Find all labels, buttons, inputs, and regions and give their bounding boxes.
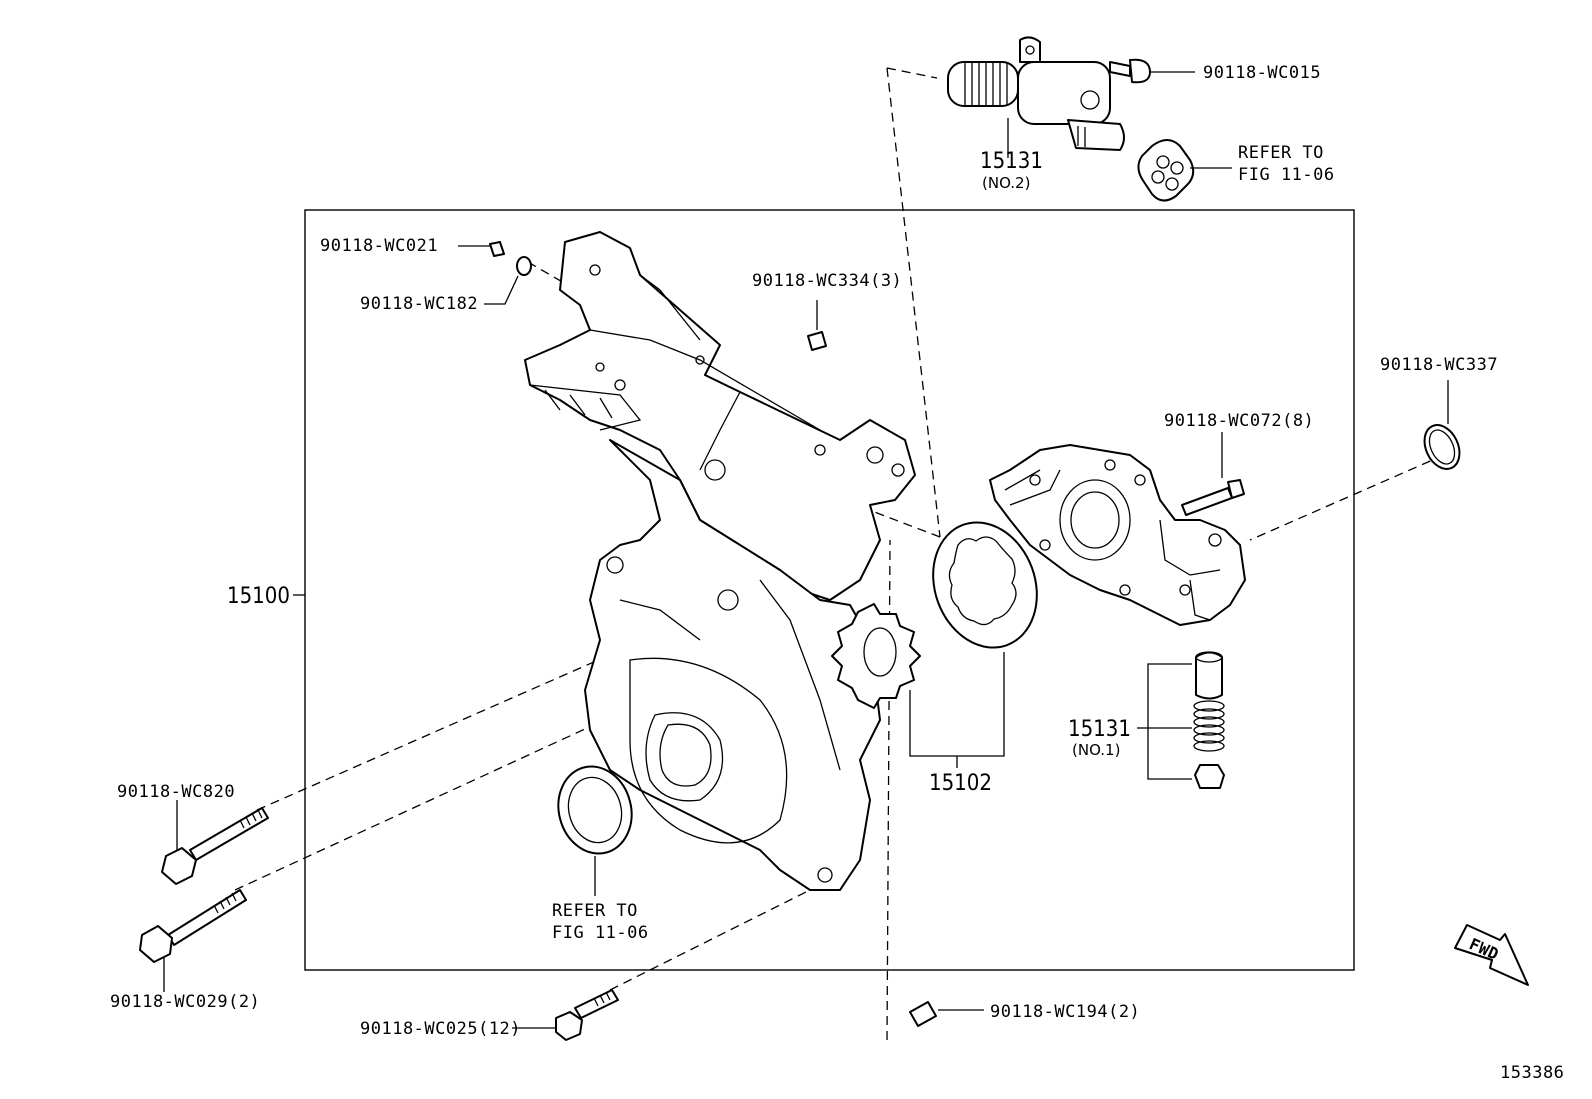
plug-wc334[interactable] [807,300,827,351]
bolt-wc029[interactable] [139,889,247,992]
oil-pump-rotor-outer[interactable] [916,508,1054,662]
pin-wc194[interactable] [909,1001,984,1027]
relief-valve-plug[interactable] [1194,764,1225,789]
oil-seal[interactable] [549,758,641,896]
label-bolt-wc025[interactable]: 90118-WC025(12) [360,1019,521,1039]
bolt-wc021[interactable] [458,241,505,257]
leader-15131-no1 [1147,663,1192,780]
label-bolt-wc072[interactable]: 90118-WC072(8) [1164,411,1314,431]
label-figure-id: 153386 [1500,1063,1564,1083]
oil-pump-body[interactable] [989,444,1246,626]
label-washer-wc182[interactable]: 90118-WC182 [360,294,478,314]
relief-valve-spring[interactable] [1193,700,1225,752]
fwd-arrow-icon [1454,924,1529,986]
gasket-top[interactable] [1137,139,1232,202]
washer-wc182[interactable] [484,256,532,305]
bolt-wc025[interactable] [512,989,619,1041]
timing-chain-cover[interactable] [524,231,916,891]
label-refer-top-line2[interactable]: FIG 11-06 [1238,165,1335,185]
label-bolt-wc820[interactable]: 90118-WC820 [117,782,235,802]
oil-control-valve[interactable] [947,36,1125,151]
label-pin-wc194[interactable]: 90118-WC194(2) [990,1002,1140,1022]
part-labels: 90118-WC015 15131 (NO.2) REFER TO FIG 11… [110,63,1564,1083]
bolt-wc015[interactable] [1109,58,1195,84]
label-bolt-wc029[interactable]: 90118-WC029(2) [110,992,260,1012]
label-rotor-set[interactable]: 15102 [929,771,992,796]
label-vvt-solenoid-sub: (NO.2) [982,174,1030,192]
oring-wc337[interactable] [1418,380,1466,475]
oil-pump-rotor-inner[interactable] [831,603,921,709]
label-oring-wc337[interactable]: 90118-WC337 [1380,355,1498,375]
label-refer-top-line1: REFER TO [1238,143,1324,163]
label-refer-bottom-line2[interactable]: FIG 11-06 [552,923,649,943]
leader-15102 [909,652,1005,757]
label-bolt-wc021[interactable]: 90118-WC021 [320,236,438,256]
label-vvt-solenoid-number[interactable]: 15131 [980,149,1043,174]
label-bolt-wc015[interactable]: 90118-WC015 [1203,63,1321,83]
bolt-wc820[interactable] [161,800,269,885]
bolt-wc072[interactable] [1181,432,1245,516]
relief-valve[interactable] [1195,651,1223,700]
label-relief-valve-sub: (NO.1) [1072,741,1120,759]
label-relief-valve-number[interactable]: 15131 [1068,717,1131,742]
label-cover-assy[interactable]: 15100 [227,584,290,609]
assembly-frame [304,209,1355,971]
label-refer-bottom-line1: REFER TO [552,901,638,921]
label-plug-wc334[interactable]: 90118-WC334(3) [752,271,902,291]
